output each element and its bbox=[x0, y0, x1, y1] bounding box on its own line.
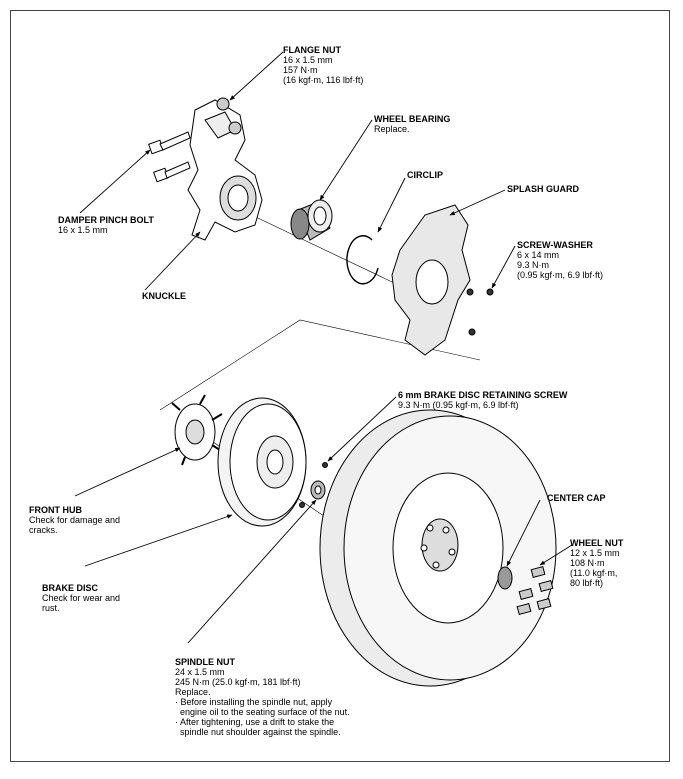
label-circlip: CIRCLIP bbox=[407, 170, 443, 180]
label-screw-washer: SCREW-WASHER 6 x 14 mm 9.3 N·m (0.95 kgf… bbox=[517, 240, 604, 280]
leader-retaining-screw bbox=[327, 396, 397, 462]
label-center-cap: CENTER CAP bbox=[547, 493, 606, 503]
leader-knuckle bbox=[144, 231, 201, 291]
brake-disc-part bbox=[217, 397, 307, 527]
wheel-bearing-part bbox=[290, 199, 333, 241]
flange-nut-parts bbox=[216, 97, 242, 135]
spindle-nut-part bbox=[310, 480, 326, 500]
wheel-tire-part bbox=[319, 409, 557, 687]
label-splash-guard: SPLASH GUARD bbox=[507, 184, 580, 194]
leader-flange-nut bbox=[229, 51, 284, 101]
label-retaining-screw: 6 mm BRAKE DISC RETAINING SCREW 9.3 N·m … bbox=[398, 390, 568, 410]
label-damper-pinch-bolt: DAMPER PINCH BOLT 16 x 1.5 mm bbox=[58, 215, 154, 235]
label-spindle-nut: SPINDLE NUT 24 x 1.5 mm 245 N·m (25.0 kg… bbox=[175, 657, 350, 737]
label-knuckle: KNUCKLE bbox=[142, 291, 186, 301]
damper-pinch-bolt-parts bbox=[148, 131, 191, 183]
label-wheel-bearing: WHEEL BEARING Replace. bbox=[374, 114, 451, 134]
center-cap-part bbox=[497, 566, 513, 590]
leader-brake-disc bbox=[84, 514, 233, 567]
label-wheel-nut: WHEEL NUT 12 x 1.5 mm 108 N·m (11.0 kgf·… bbox=[570, 538, 624, 588]
retaining-screw-parts bbox=[299, 462, 328, 508]
leader-lines bbox=[74, 51, 573, 644]
leader-splash-guard bbox=[449, 189, 506, 216]
leader-circlip bbox=[377, 177, 406, 233]
leader-wheel-bearing bbox=[319, 119, 373, 201]
leader-damper-pinch-bolt bbox=[79, 149, 151, 214]
leader-front-hub bbox=[74, 447, 181, 497]
leader-spindle-nut bbox=[187, 499, 317, 644]
diagram-frame bbox=[10, 10, 670, 762]
circlip-part bbox=[346, 235, 379, 285]
leader-wheel-nut bbox=[539, 544, 573, 566]
leader-screw-washer bbox=[491, 245, 516, 289]
label-brake-disc: BRAKE DISC Check for wear and rust. bbox=[42, 583, 121, 613]
front-hub-part bbox=[171, 394, 223, 466]
label-front-hub: FRONT HUB Check for damage and cracks. bbox=[29, 505, 121, 535]
wheel-nut-parts bbox=[516, 565, 554, 616]
label-flange-nut: FLANGE NUT 16 x 1.5 mm 157 N·m (16 kgf·m… bbox=[283, 45, 364, 85]
knuckle-part bbox=[187, 99, 263, 241]
splash-guard-part bbox=[391, 204, 494, 356]
leader-center-cap bbox=[506, 499, 541, 567]
